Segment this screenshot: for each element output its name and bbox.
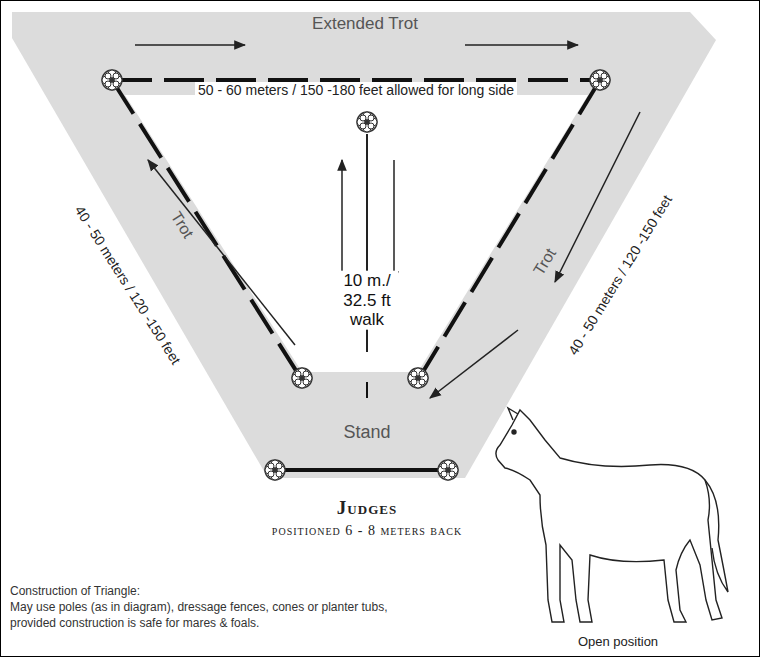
subheading: positioned 6 - 8 meters back [272,523,462,539]
dimension: 50 - 60 meters / 150 -180 feet allowed f… [195,82,517,98]
note: May use poles (as in diagram), dressage … [10,600,430,631]
track-label: Extended Trot [312,14,418,34]
heading: Judges [337,497,397,519]
caption-label: Open position [578,634,658,649]
track-label: Stand [343,422,390,443]
dimension: 10 m./ 32.5 ft walk [336,271,398,330]
horse-sketch [496,408,728,622]
note: Construction of Triangle: [10,584,140,598]
